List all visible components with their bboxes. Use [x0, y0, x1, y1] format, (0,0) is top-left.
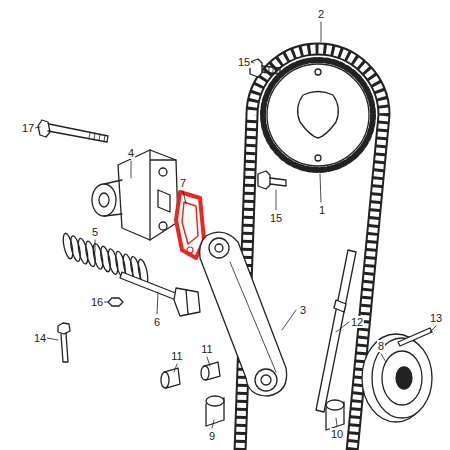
callout-number: 5: [91, 226, 99, 238]
callout-number: 15: [237, 56, 251, 68]
pivot-pin: [326, 400, 344, 430]
collar: [161, 368, 180, 388]
callout-number: 10: [330, 428, 344, 440]
callout-number: 7: [179, 177, 187, 189]
leader-lines: [35, 22, 436, 428]
callout-number: 14: [33, 332, 47, 344]
long-bolt: [38, 120, 108, 142]
roller-pin: [398, 328, 432, 346]
cam-chain: [240, 49, 384, 450]
callout-number: 11: [170, 350, 183, 362]
tensioner-arm: [200, 232, 287, 396]
tensioner-housing: [92, 150, 178, 240]
callout-number: 12: [350, 316, 364, 328]
callout-number: 15: [269, 212, 283, 224]
guide-roller: [362, 334, 432, 422]
sprocket-bolt: [250, 59, 280, 77]
callout-number: 16: [90, 296, 104, 308]
pivot-pin: [206, 396, 224, 426]
sprocket-bolt: [258, 171, 286, 189]
lock-nut: [108, 298, 123, 306]
cam-sprocket: [260, 57, 376, 173]
callout-number: 2: [317, 8, 325, 20]
collar: [201, 362, 220, 380]
tensioner-plunger: [120, 272, 200, 316]
callout-number: 13: [429, 312, 443, 324]
callout-number: 6: [153, 316, 161, 328]
callout-number: 17: [21, 122, 35, 134]
callout-number: 8: [377, 340, 385, 352]
callout-number: 3: [299, 304, 307, 316]
callout-number: 4: [127, 147, 135, 159]
callout-number: 11: [200, 343, 213, 355]
callout-number: 1: [318, 204, 326, 216]
callout-number: 9: [208, 430, 216, 442]
adjuster-bolt: [58, 323, 70, 362]
chain-guide: [316, 250, 356, 412]
